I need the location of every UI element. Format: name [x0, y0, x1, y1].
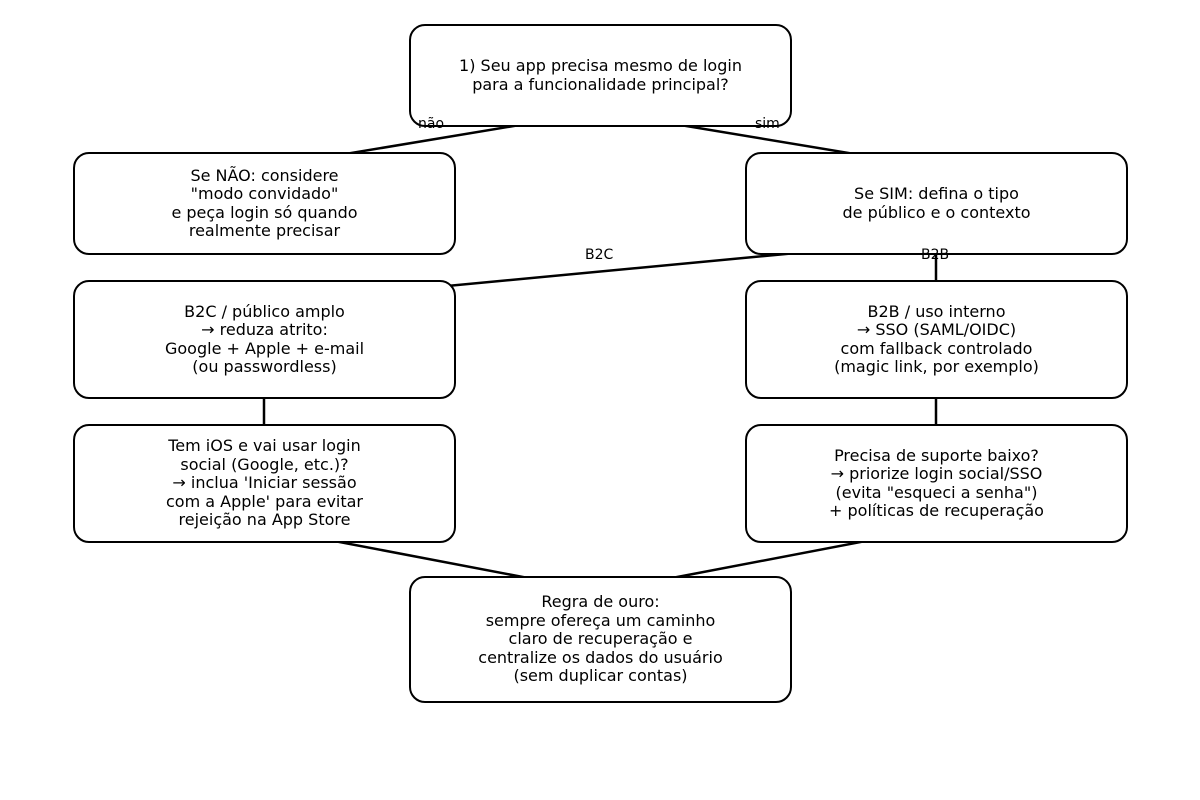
node-no-guest-mode-text: Se NÃO: considere "modo convidado" e peç… [171, 165, 358, 240]
edge-label-b2b: B2B [921, 247, 950, 263]
node-low-support: Precisa de suporte baixo? → priorize log… [745, 424, 1128, 543]
edge-label-nao: não [418, 116, 445, 132]
node-b2c-text: B2C / público amplo → reduza atrito: Goo… [164, 301, 365, 376]
node-needs-login: 1) Seu app precisa mesmo de login para a… [409, 24, 792, 127]
node-low-support-text: Precisa de suporte baixo? → priorize log… [829, 445, 1044, 520]
edge-label-sim: sim [755, 116, 780, 132]
node-ios-apple-signin: Tem iOS e vai usar login social (Google,… [73, 424, 456, 543]
node-b2c: B2C / público amplo → reduza atrito: Goo… [73, 280, 456, 399]
node-b2b: B2B / uso interno → SSO (SAML/OIDC) com … [745, 280, 1128, 399]
node-golden-rule-text: Regra de ouro: sempre ofereça um caminho… [478, 592, 723, 686]
node-needs-login-text: 1) Seu app precisa mesmo de login para a… [459, 56, 742, 94]
node-ios-apple-signin-text: Tem iOS e vai usar login social (Google,… [165, 436, 364, 530]
node-no-guest-mode: Se NÃO: considere "modo convidado" e peç… [73, 152, 456, 255]
node-b2b-text: B2B / uso interno → SSO (SAML/OIDC) com … [834, 301, 1039, 376]
node-golden-rule: Regra de ouro: sempre ofereça um caminho… [409, 576, 792, 703]
edge-label-b2c: B2C [585, 247, 614, 263]
node-yes-audience-text: Se SIM: defina o tipo de público e o con… [842, 184, 1031, 222]
node-yes-audience: Se SIM: defina o tipo de público e o con… [745, 152, 1128, 255]
